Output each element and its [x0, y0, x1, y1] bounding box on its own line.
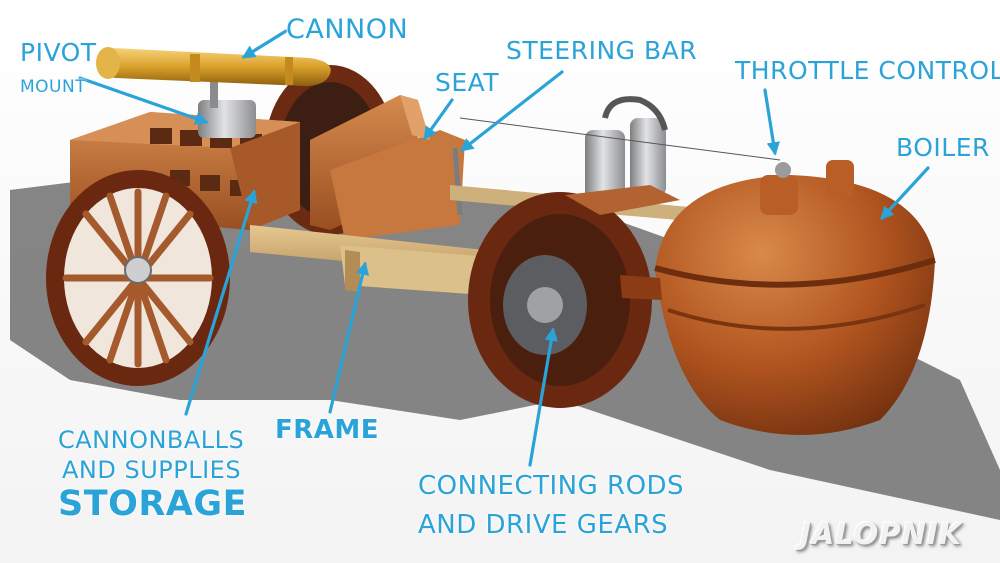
- label-seat: SEAT: [435, 68, 500, 97]
- label-cannonballs: CANNONBALLS: [58, 426, 245, 454]
- label-drive-gears: AND DRIVE GEARS: [418, 510, 669, 540]
- arrow-connecting-rods: [528, 327, 558, 467]
- label-throttle-control: THROTTLE CONTROL: [735, 56, 1000, 85]
- annotation-arrows: [78, 29, 930, 467]
- arrow-pivot-mount: [78, 76, 209, 125]
- pivot-mount: [198, 60, 256, 138]
- cylinders: [565, 96, 680, 215]
- label-mount: MOUNT: [20, 77, 87, 97]
- boiler: [620, 160, 936, 435]
- cannon-barrel: [96, 47, 331, 86]
- label-and-supplies: AND SUPPLIES: [62, 456, 242, 484]
- arrow-boiler: [880, 166, 930, 220]
- arrow-storage: [184, 189, 258, 416]
- label-steering-bar: STEERING BAR: [506, 36, 698, 65]
- arrow-frame: [328, 261, 370, 414]
- label-storage: STORAGE: [58, 484, 248, 524]
- rear-wheel: [46, 170, 230, 386]
- arrow-seat: [423, 98, 454, 141]
- label-frame: FRAME: [275, 415, 380, 445]
- seat: [310, 95, 465, 240]
- throttle-cable: [459, 117, 781, 161]
- arrow-steering-bar: [459, 70, 564, 152]
- steering-bar: [452, 147, 463, 216]
- arrow-cannon: [241, 29, 288, 59]
- arrow-throttle-control: [763, 88, 780, 156]
- drive-wheel: [468, 192, 652, 408]
- label-connecting-rods: CONNECTING RODS: [418, 471, 685, 501]
- jalopnik-watermark: JALOPNIK: [800, 517, 963, 551]
- label-boiler: BOILER: [896, 133, 990, 162]
- label-pivot: PIVOT: [20, 38, 97, 67]
- label-cannon: CANNON: [286, 14, 409, 45]
